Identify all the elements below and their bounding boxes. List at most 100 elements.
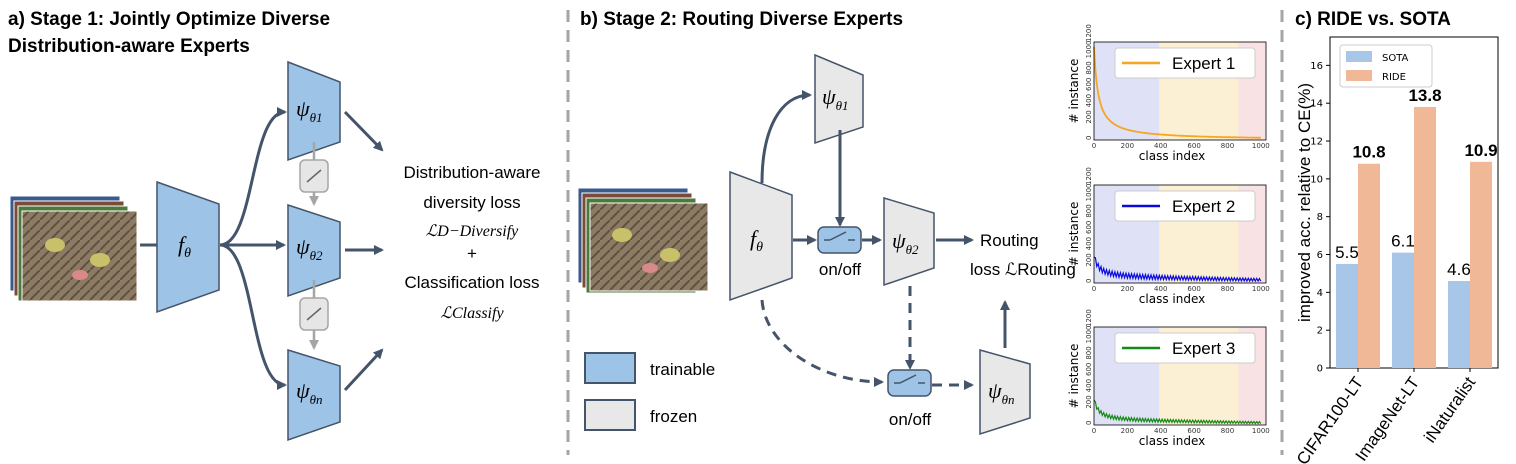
routing-line-1: Routing	[980, 231, 1039, 250]
arrow-backbone-to-switch-2	[760, 299, 884, 387]
loss-line-1: Distribution-aware	[404, 163, 541, 182]
loss-plus: +	[467, 244, 477, 263]
backbone-block-a	[156, 180, 220, 314]
arrow-to-expert-1-a	[219, 107, 287, 247]
y-tick-label: 0	[1317, 364, 1323, 375]
mini-legend-box	[1114, 332, 1256, 364]
plot-frame	[1093, 184, 1267, 284]
bar-sota	[1448, 280, 1470, 368]
cat-photo	[21, 210, 138, 302]
y-tick-label: 200	[1085, 253, 1093, 266]
x-tick-label: 1000	[1252, 142, 1270, 150]
x-tick-label: 200	[1121, 142, 1134, 150]
arrow-expert-1-to-loss	[343, 110, 384, 152]
x-tick-label: 400	[1154, 427, 1167, 435]
mini-legend-label: Expert 1	[1172, 54, 1235, 73]
mini-x-axis-label: class index	[1139, 434, 1205, 448]
y-tick-label: 1000	[1085, 184, 1093, 202]
switch-label-1: on/off	[819, 260, 862, 279]
input-image-stack-a	[9, 195, 138, 302]
bar-value-label: 5.5	[1335, 243, 1359, 262]
panel-b-title: b) Stage 2: Routing Diverse Experts	[580, 9, 903, 30]
legend-swatch	[1346, 70, 1372, 81]
bar-value-label: 10.9	[1464, 141, 1497, 160]
y-tick-label: 6	[1317, 250, 1323, 261]
x-tick-label: 600	[1187, 285, 1200, 293]
y-tick-label: 200	[1085, 395, 1093, 408]
plot-frame	[1093, 41, 1267, 141]
y-tick-label: 0	[1085, 136, 1093, 140]
mini-y-axis-label: # instance	[1067, 59, 1081, 124]
routing-switch-1	[817, 226, 862, 254]
mini-legend-label: Expert 3	[1172, 339, 1235, 358]
y-tick-label: 800	[1085, 204, 1093, 217]
routing-line-2: loss ℒRouting	[970, 260, 1076, 279]
mini-legend-label: Expert 2	[1172, 197, 1235, 216]
x-tick-label: 0	[1092, 427, 1096, 435]
panel-a-title-line1: a) Stage 1: Jointly Optimize Diverse	[8, 9, 330, 30]
x-tick-label: iNaturalist	[1420, 373, 1479, 446]
y-tick-label: 400	[1085, 94, 1093, 107]
y-tick-label: 4	[1317, 288, 1323, 299]
diversity-link-1-2-a	[299, 142, 329, 206]
y-tick-label: 1200	[1085, 309, 1093, 327]
expert-2-block-a	[287, 203, 341, 298]
x-tick-label: 400	[1154, 285, 1167, 293]
arrow-to-expert-1-b	[760, 90, 812, 184]
cat-photo	[589, 202, 709, 292]
y-tick-label: 1200	[1085, 167, 1093, 185]
expert-curve	[1093, 256, 1262, 283]
expert-1-block-a	[287, 60, 341, 162]
y-tick-label: 800	[1085, 61, 1093, 74]
arrow-to-expert-n-a	[219, 243, 287, 390]
x-tick-label: 1000	[1252, 427, 1270, 435]
x-tick-label: 0	[1092, 285, 1096, 293]
y-tick-label: 2	[1317, 326, 1323, 337]
expert-1-block-b	[814, 53, 864, 145]
y-tick-label: 1200	[1085, 24, 1093, 42]
y-tick-label: 200	[1085, 110, 1093, 123]
bar-value-label: 6.1	[1391, 232, 1415, 251]
panel-a-title-line2: Distribution-aware Experts	[8, 36, 250, 57]
loss-line-5: ℒClassify	[440, 305, 504, 322]
legend-label: RIDE	[1382, 72, 1406, 83]
chart-title: c) RIDE vs. SOTA	[1295, 9, 1451, 30]
legend-trainable-label: trainable	[650, 360, 715, 379]
y-tick-label: 12	[1310, 137, 1323, 148]
legend-label: SOTA	[1382, 53, 1409, 64]
y-tick-label: 600	[1085, 221, 1093, 234]
expert-n-block-a	[287, 348, 341, 442]
backbone-block-b	[729, 170, 793, 302]
bar-value-label: 10.8	[1352, 143, 1385, 162]
loss-line-2: diversity loss	[423, 193, 520, 212]
x-tick-label: 200	[1121, 427, 1134, 435]
mini-y-axis-label: # instance	[1067, 202, 1081, 267]
legend-trainable-swatch	[584, 352, 636, 384]
switch-label-2: on/off	[889, 410, 932, 429]
y-tick-label: 400	[1085, 237, 1093, 250]
x-tick-label: 200	[1121, 285, 1134, 293]
y-tick-label: 400	[1085, 379, 1093, 392]
y-tick-label: 1000	[1085, 41, 1093, 59]
x-tick-label: 800	[1221, 427, 1234, 435]
y-tick-label: 14	[1310, 99, 1323, 110]
y-tick-label: 0	[1085, 421, 1093, 425]
x-tick-label: 600	[1187, 142, 1200, 150]
bar-sota	[1392, 252, 1414, 368]
legend-frozen-swatch	[584, 399, 636, 431]
mini-y-axis-label: # instance	[1067, 344, 1081, 409]
loss-line-4: Classification loss	[404, 273, 539, 292]
input-image-stack-b	[577, 187, 709, 294]
expert-curve	[1093, 46, 1261, 139]
y-tick-label: 10	[1310, 174, 1323, 185]
x-tick-label: 600	[1187, 427, 1200, 435]
y-axis-label: improved acc. relative to CE(%)	[1295, 83, 1314, 322]
mini-x-axis-label: class index	[1139, 292, 1205, 306]
diversity-link-2-n-a	[299, 280, 329, 350]
